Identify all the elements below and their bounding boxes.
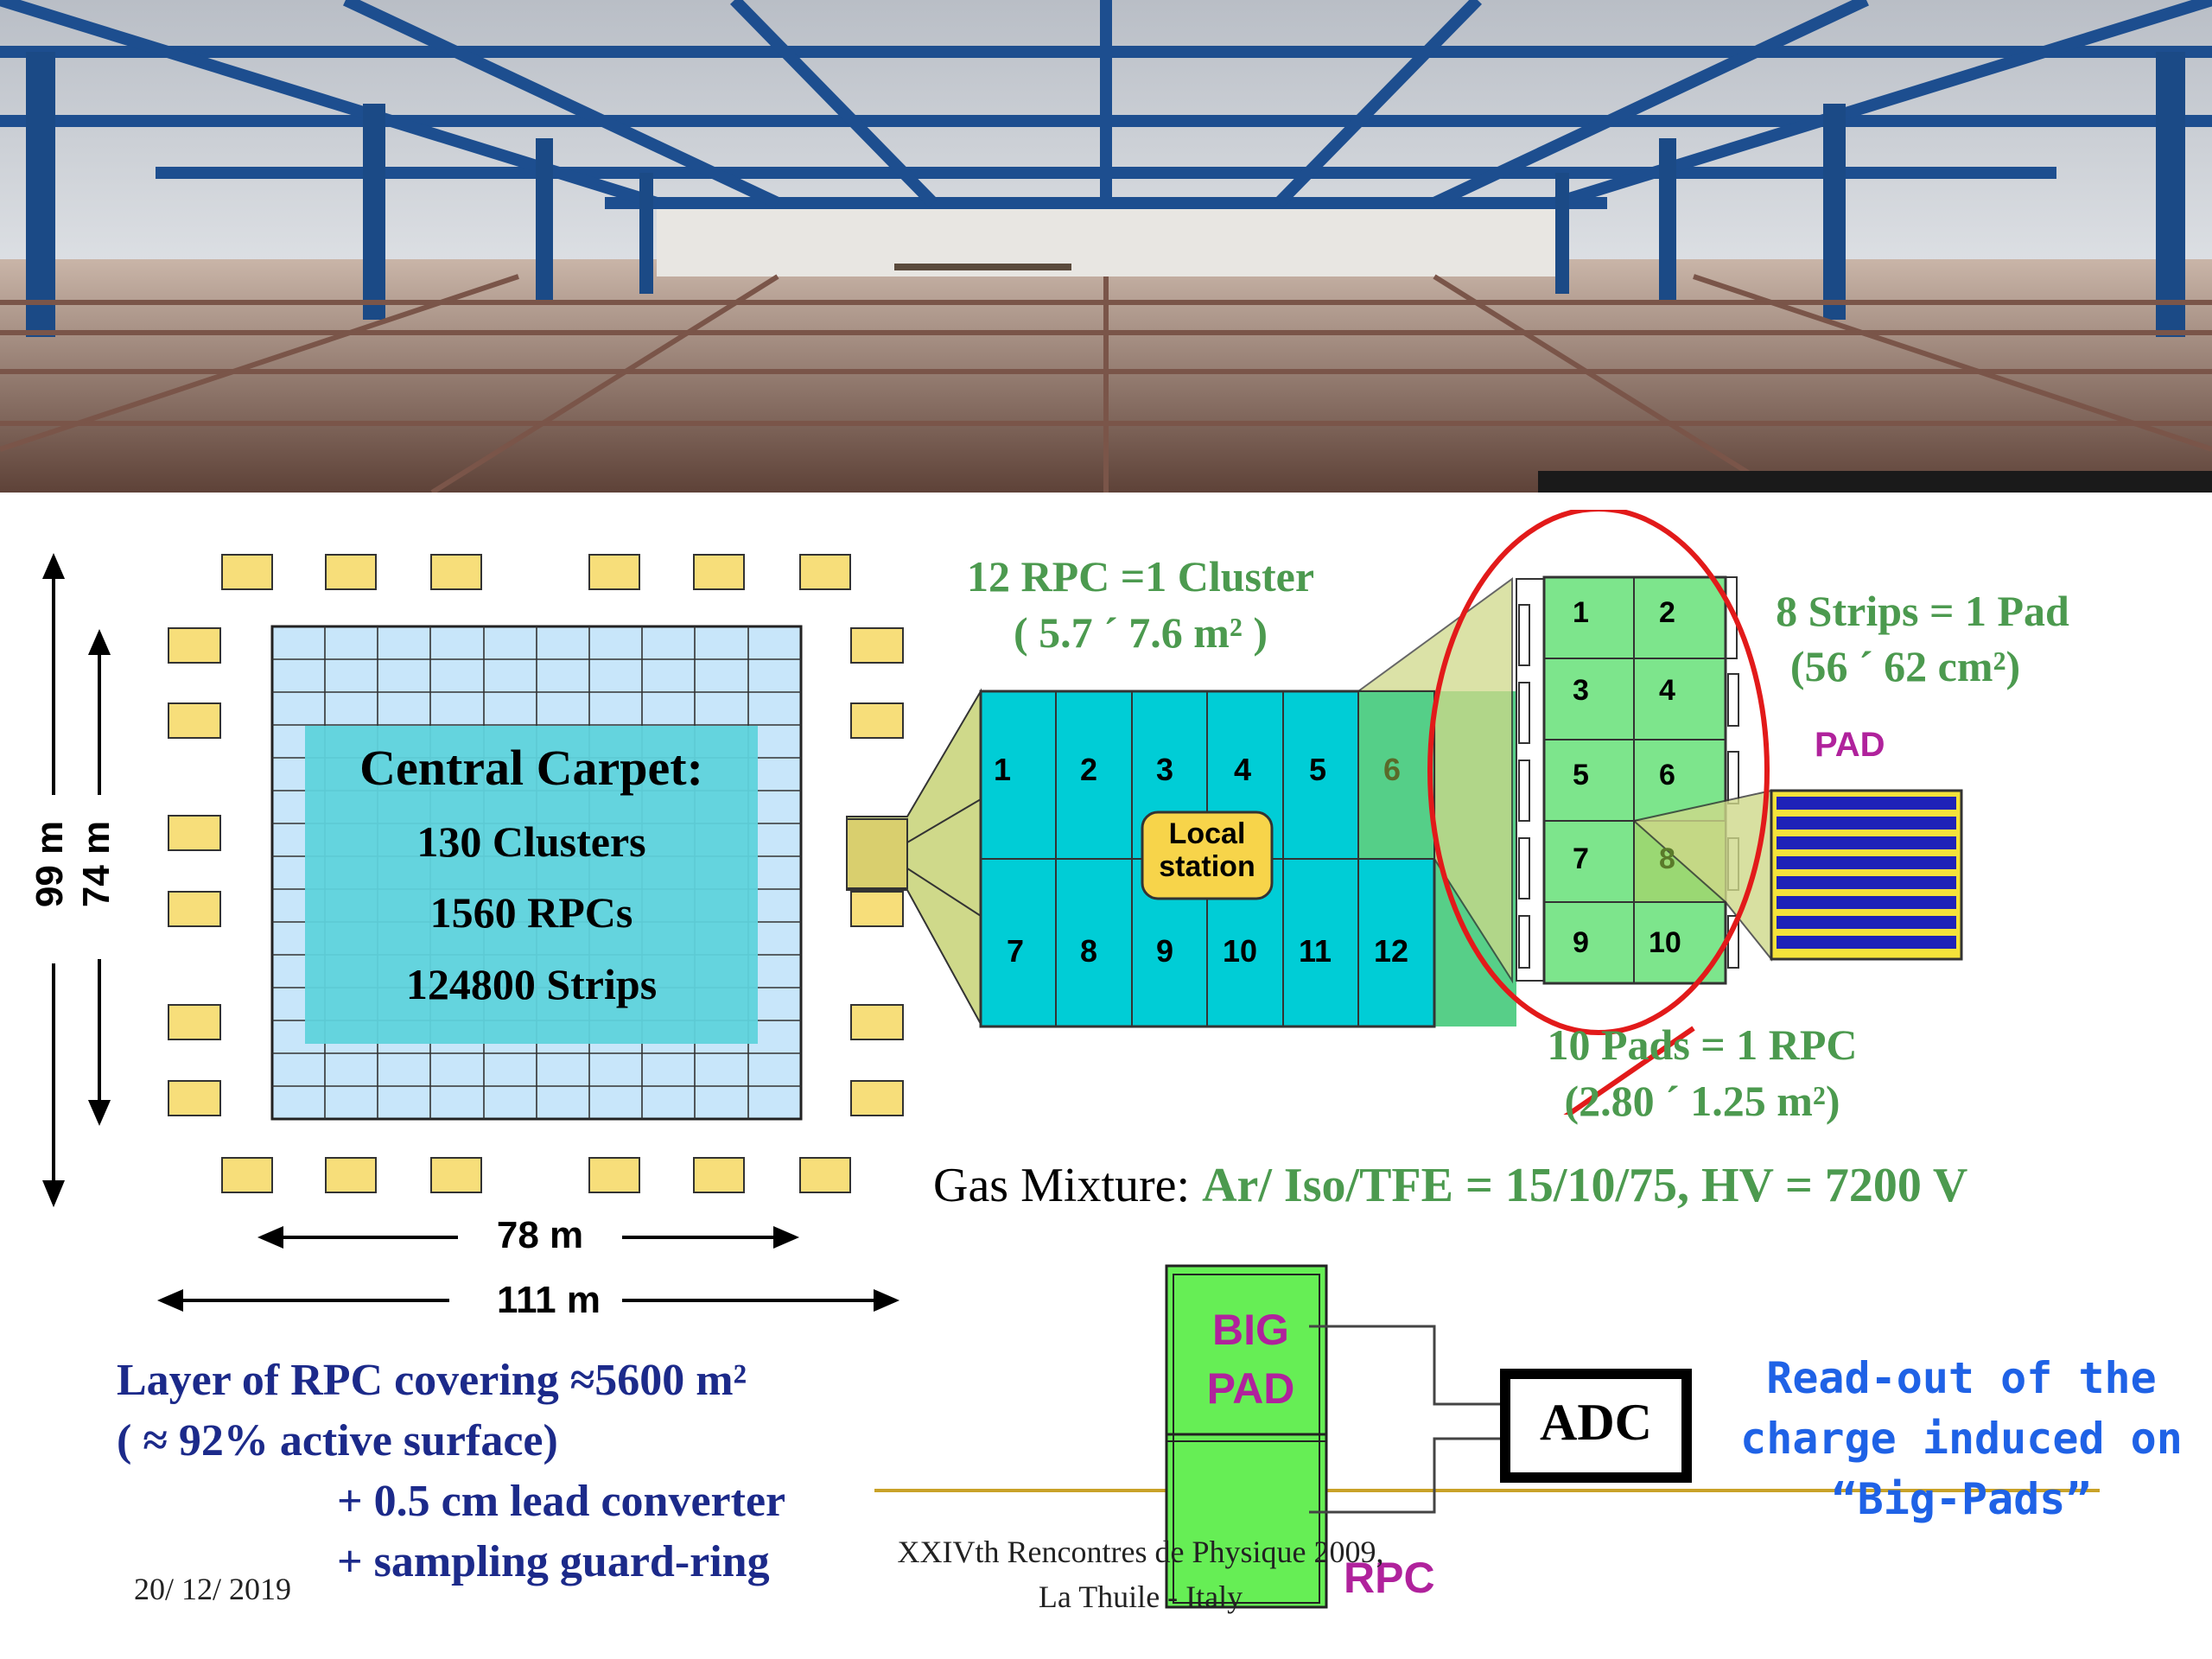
big-pad-line1: BIG [1212,1306,1289,1354]
adc-box [1500,1369,1692,1483]
readout-line3: “Big-Pads” [1831,1474,2092,1524]
strips-size: (56 ´ 62 cm²) [1789,642,2021,690]
gas-mixture: Gas Mixture: Ar/ Iso/TFE = 15/10/75, HV … [933,1158,1967,1213]
dim-width-inner: 78 m [496,1214,584,1256]
pad-1: 1 [1573,596,1589,629]
dim-height-inner: 74 m [75,820,118,908]
cluster-rpc-10: 10 [1223,933,1258,969]
cluster-rpc-7: 7 [1007,933,1025,969]
local-station-label: Local station [1142,817,1272,883]
big-pad-box [1165,1264,1328,1609]
pad-strips [1770,789,1963,961]
adc-label: ADC [1540,1394,1652,1451]
cluster-rpc-6: 6 [1383,752,1402,787]
pad-10: 10 [1649,926,1681,959]
cluster-rpc-5: 5 [1309,752,1327,787]
cluster-title: 12 RPC =1 Cluster [966,552,1315,601]
pads-title: 10 Pads = 1 RPC [1547,1020,1858,1069]
local-station-line1: Local [1168,817,1246,850]
readout-line2: charge induced on [1740,1414,2183,1464]
cluster-rpc-3: 3 [1156,752,1174,787]
central-carpet-area [305,726,758,1044]
big-pad-line2: PAD [1206,1364,1295,1413]
layer-text: Layer of RPC covering ≈5600 m² ( ≈ 92% a… [117,1351,785,1592]
pad-5: 5 [1573,759,1589,791]
footer-conf-line2: La Thuile - Italy [1038,1580,1243,1614]
cluster-rpc-12: 12 [1374,933,1409,969]
strips-title: 8 Strips = 1 Pad [1776,587,2069,635]
gas-value: Ar/ Iso/TFE = 15/10/75, HV = 7200 V [1202,1159,1968,1212]
cluster-size: ( 5.7 ´ 7.6 m² ) [1013,608,1268,657]
pad-7: 7 [1573,842,1589,875]
pad-3: 3 [1573,674,1589,707]
pad-2: 2 [1659,596,1675,629]
rpc-label: RPC [1344,1554,1435,1602]
readout-line1: Read-out of the [1766,1353,2157,1403]
footer-date: 20/ 12/ 2019 [134,1572,292,1606]
cluster-rpc-11: 11 [1299,933,1332,969]
pad-4: 4 [1659,674,1675,707]
local-station-line2: station [1159,850,1255,883]
rpc-highlight-ellipse [1427,510,1770,1035]
cluster-rpc-4: 4 [1234,752,1252,787]
pad-6: 6 [1659,759,1675,791]
pads-size: (2.80 ´ 1.25 m²) [1564,1077,1840,1125]
carpet-title: Central Carpet: [359,740,703,796]
carpet-diagram [41,552,904,1313]
layer-line2: ( ≈ 92% active surface) [117,1416,558,1465]
carpet-clusters: 130 Clusters [416,817,646,866]
carpet-rpcs: 1560 RPCs [429,888,633,937]
big-pad-label: BIG PAD [1175,1300,1326,1418]
gas-prefix: Gas Mixture: [933,1159,1203,1212]
footer-conference: XXIVth Rencontres de Physique 2009, La T… [830,1529,1452,1619]
cluster-rpc-2: 2 [1080,752,1098,787]
pad-label: PAD [1815,726,1885,764]
layer-line1: Layer of RPC covering ≈5600 m² [117,1356,747,1405]
readout-diagram [874,1264,2100,1609]
guard-ring-stations [168,554,904,1193]
local-station [1141,810,1274,900]
cluster-rpc-9: 9 [1156,933,1174,969]
cluster-rpc-1: 1 [994,752,1012,787]
cluster-diagram [846,510,1963,1115]
pad-8: 8 [1659,842,1675,875]
footer-conf-line1: XXIVth Rencontres de Physique 2009, [897,1535,1384,1569]
dim-width-outer: 111 m [497,1279,601,1321]
pad-9: 9 [1573,926,1589,959]
cluster-rpc-8: 8 [1080,933,1098,969]
hall-photo [0,0,2212,493]
layer-line3: + 0.5 cm lead converter [337,1477,786,1526]
carpet-strips: 124800 Strips [405,960,658,1008]
readout-caption: Read-out of the charge induced on “Big-P… [1719,1348,2203,1529]
layer-line4: + sampling guard-ring [337,1537,770,1586]
dim-height-outer: 99 m [29,820,71,908]
